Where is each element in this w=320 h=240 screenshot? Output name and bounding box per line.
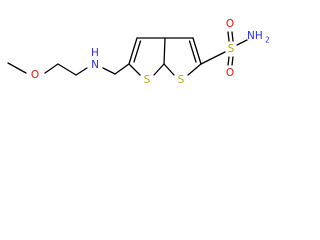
bond-s-o-bottom-b (231, 56, 234, 66)
bond-ch2-thiophene (114, 63, 130, 75)
sulfonyl-oxygen-bottom-label: O (226, 67, 234, 79)
bond-ring-c5-s1 (128, 63, 141, 76)
bond-o-ch2 (44, 63, 59, 74)
thiophene-sulfur-2-label: S (178, 74, 185, 86)
bond-s-o-top-a (227, 31, 230, 42)
bond-s-o-bottom-a (227, 56, 230, 66)
sulfonamide-nh2-label: NH (247, 30, 263, 42)
sulfonyl-sulfur-label: S (228, 43, 235, 55)
bond-n-ch2 (102, 67, 116, 75)
bond-ch2-n (75, 67, 88, 76)
bond-ring-c3a-c6a (163, 37, 166, 65)
bond-methyl-o (7, 62, 27, 74)
bond-s-nh2 (236, 39, 248, 46)
methoxy-oxygen-label: O (31, 69, 39, 81)
sulfonamide-nh2-subscript: 2 (265, 36, 270, 45)
bond-c2-sulfonyl (200, 51, 226, 65)
bond-ring-s1-c6a (153, 63, 165, 76)
bond-ring-c6a-s2 (163, 63, 175, 76)
bond-ring-s2-c2 (187, 63, 202, 76)
bond-s-o-top-b (231, 31, 234, 42)
amine-hydrogen-label: H (91, 47, 99, 59)
bond-ring-c3-c2 (192, 37, 202, 65)
bond-ring-c5-c4 (128, 37, 138, 65)
bond-ring-c3-c2-double (188, 40, 197, 63)
bond-ch2-ch2 (57, 63, 77, 76)
molecule-structure-diagram: O N H S S S O O NH 2 (7, 18, 270, 86)
sulfonyl-oxygen-top-label: O (226, 18, 234, 30)
amine-nitrogen-label: N (91, 59, 99, 71)
thiophene-sulfur-1-label: S (144, 74, 151, 86)
bond-ring-c5-c4-double (133, 40, 142, 63)
